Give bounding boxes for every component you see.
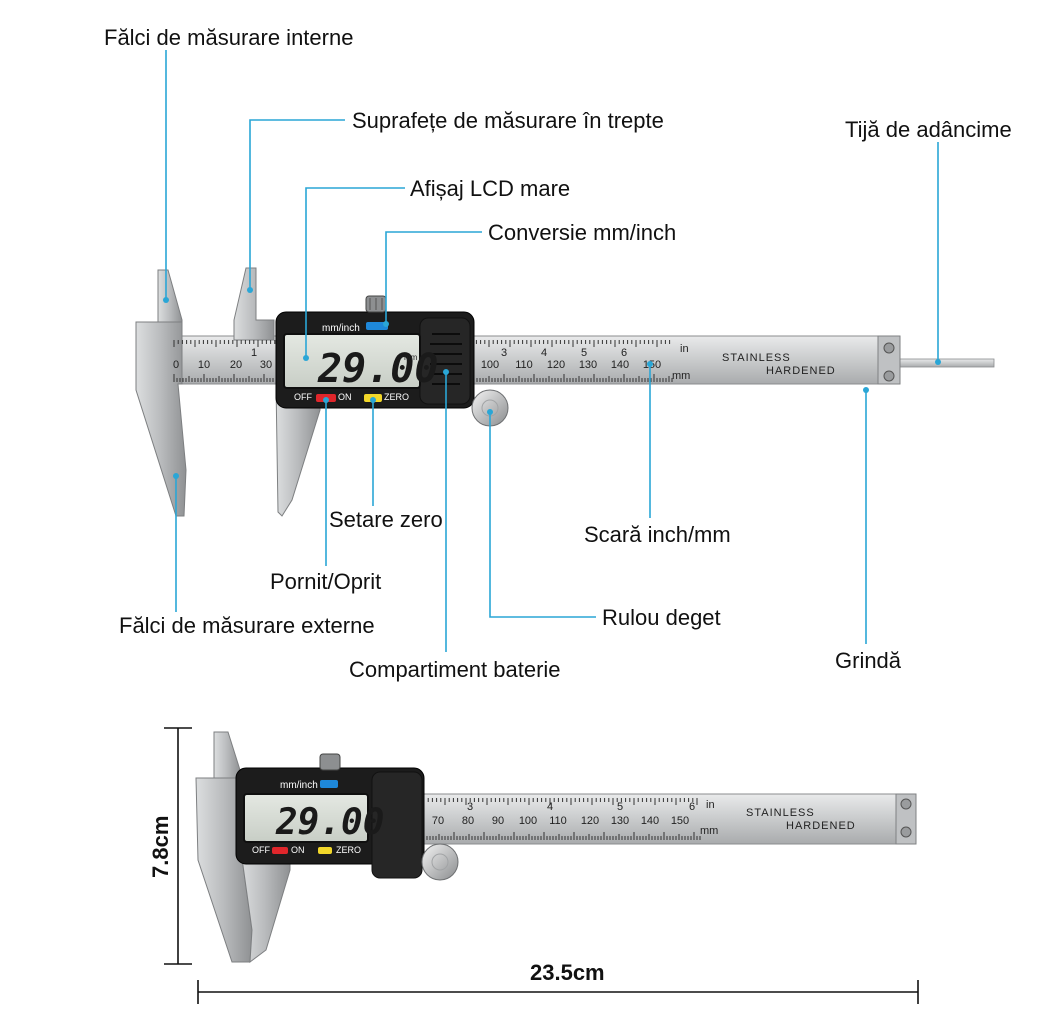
label-beam: Grindă [835,648,902,673]
label-lcd-display: Afișaj LCD mare [410,176,570,201]
scale-unit-inch: in [680,343,689,355]
depth-rod [899,358,995,368]
label-zero-setting: Setare zero [329,507,443,532]
scale-unit-mm: mm [700,825,718,837]
scale-mm-label: 150 [671,815,689,827]
scale-inch-label: 3 [467,801,473,813]
label-inner-jaws: Fălci de măsurare interne [104,25,353,50]
on-label: ON [338,392,352,402]
off-label: OFF [252,845,270,855]
scale-mm-label: 70 [432,815,444,827]
leader-lines [163,50,941,652]
scale-mm-label: 30 [260,359,272,371]
scale-inch-label: 6 [621,347,627,359]
scale-mm-label: 100 [481,359,499,371]
outer-jaw-fixed [135,321,187,517]
screw-icon [883,370,895,382]
scale-inch-label: 3 [501,347,507,359]
brand-hardened: HARDENED [766,365,836,377]
scale-mm-label: 120 [547,359,565,371]
scale-unit-mm: mm [672,370,690,382]
scale-mm-label: 90 [492,815,504,827]
unit-button-label: mm/inch [280,780,318,791]
dimension-width: 23.5cm [197,960,919,1004]
unit-button[interactable] [366,322,388,330]
scale-mm-label: 140 [611,359,629,371]
lcd-reading: 29.00 [317,346,438,392]
scale-mm-label: 10 [198,359,210,371]
label-power: Pornit/Oprit [270,569,381,594]
screw-icon [883,342,895,354]
inner-jaw-sliding [233,267,275,341]
scale-mm-label: 0 [173,359,179,371]
scale-mm-label: 110 [515,359,533,371]
zero-label: ZERO [384,392,409,402]
scale-inch-label: 5 [581,347,587,359]
lcd-unit: mm [404,353,418,362]
scale-mm-label: 130 [579,359,597,371]
off-label: OFF [294,392,312,402]
brand-stainless: STAINLESS [722,352,791,364]
dimension-height: 7.8cm [148,727,192,965]
width-label: 23.5cm [530,960,605,985]
labels: Fălci de măsurare interne Suprafețe de m… [104,25,1012,682]
zero-button[interactable] [318,847,332,854]
top-caliper: 010203010011012013014015013456 STAINLESS… [135,267,995,517]
label-thumb-roller: Rulou deget [602,605,721,630]
scale-unit-inch: in [706,799,715,811]
unit-button[interactable] [320,780,338,788]
scale-inch-label: 6 [689,801,695,813]
height-label: 7.8cm [148,816,173,878]
scale-mm-label: 110 [549,815,567,827]
scale-mm-label: 140 [641,815,659,827]
on-label: ON [291,845,305,855]
screw-icon [900,826,912,838]
scale-mm-label: 20 [230,359,242,371]
zero-label: ZERO [336,845,361,855]
battery-compartment [371,771,423,879]
scale-inch-label: 1 [251,347,257,359]
lcd-reading: 29.00 [275,802,384,843]
lock-screw-icon[interactable] [319,753,341,771]
label-scale: Scară inch/mm [584,522,731,547]
lcd-screen [243,793,369,843]
scale-mm-label: 130 [611,815,629,827]
scale-inch-label: 5 [617,801,623,813]
label-step-surfaces: Suprafețe de măsurare în trepte [352,108,664,133]
bottom-caliper: 70 80 90 100 110 120 130 140 150 3 4 5 6 STAINLESS H… [195,731,917,964]
scale: 70 80 90 100 110 120 130 140 150 3 4 5 6 [423,798,701,840]
screw-icon [900,798,912,810]
label-battery: Compartiment baterie [349,657,561,682]
scale-mm-label: 80 [462,815,474,827]
label-depth-rod: Tijă de adâncime [845,117,1012,142]
label-unit-conversion: Conversie mm/inch [488,220,676,245]
scale-mm-label: 120 [581,815,599,827]
unit-button-label: mm/inch [322,323,360,334]
scale-inch-label: 4 [541,347,547,359]
thumb-roller[interactable] [421,843,459,881]
brand-hardened: HARDENED [786,820,856,832]
scale-mm-label: 100 [519,815,537,827]
brand-stainless: STAINLESS [746,807,815,819]
label-outer-jaws: Fălci de măsurare externe [119,613,375,638]
lcd-screen [283,333,421,389]
power-button[interactable] [272,847,288,854]
scale-inch-label: 4 [547,801,553,813]
